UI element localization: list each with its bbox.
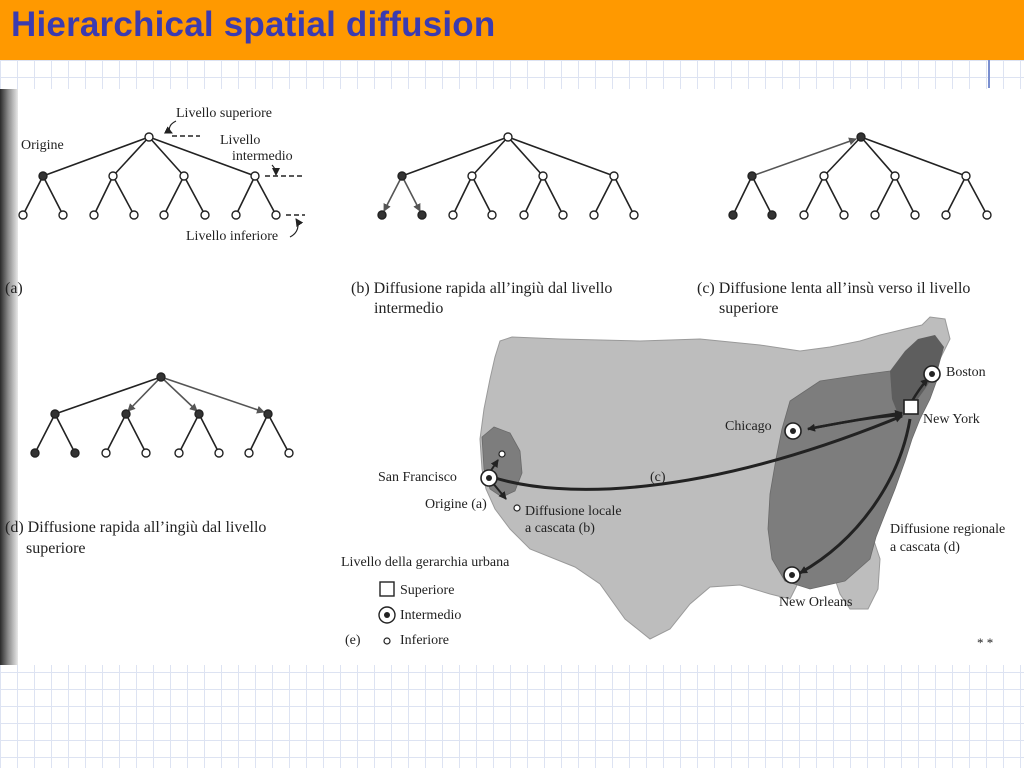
caption-b-line1: (b) Diffusione rapida all’ingiù dal live… [351, 280, 613, 297]
caption-d-line2: superiore [26, 540, 86, 557]
diffusion-figure [18, 120, 992, 645]
tree-d-nodes [30, 372, 294, 458]
legend-lower-label: Inferiore [400, 633, 449, 648]
scan-edge-shadow [0, 89, 18, 665]
annotation-c: (c) [650, 470, 666, 485]
city-label-chicago: Chicago [725, 419, 772, 434]
legend-upper-symbol [379, 581, 395, 597]
label-intermediate-level-1: Livello [220, 133, 261, 148]
tree-c [732, 136, 988, 216]
label-origin: Origine [21, 138, 64, 153]
caption-c-line1: (c) Diffusione lenta all’insù verso il l… [697, 280, 971, 297]
city-label-boston: Boston [946, 365, 986, 380]
footnote-marks: * * [977, 635, 994, 650]
label-upper-level: Livello superiore [176, 106, 273, 121]
annotation-local-cascade-1: Diffusione locale [525, 504, 622, 519]
usa-map [378, 316, 951, 645]
label-intermediate-level-2: intermedio [232, 149, 293, 164]
tree-b [383, 136, 635, 216]
caption-c-line2: superiore [719, 300, 779, 317]
legend-intermediate-label: Intermedio [400, 608, 462, 623]
label-lower-level: Livello inferiore [186, 229, 279, 244]
arrow-c-sf-to-ny [491, 414, 903, 491]
tree-a [22, 120, 305, 238]
tree-c-nodes [728, 132, 992, 220]
city-label-new-york: New York [923, 412, 980, 427]
annotation-local-cascade-2: a cascata (b) [525, 521, 595, 536]
lower-city-south-marker [513, 504, 521, 512]
legend-lower-symbol [383, 637, 391, 645]
new-york-marker [903, 399, 919, 415]
san-francisco-marker [480, 469, 498, 487]
annotation-regional-cascade-1: Diffusione regionale [890, 522, 1006, 537]
arrow-chicago-to-ny [807, 409, 903, 431]
boston-marker [923, 365, 941, 383]
chicago-marker [784, 422, 802, 440]
caption-b-line2: intermedio [374, 300, 444, 317]
arrow-ny-to-new-orleans [799, 418, 912, 575]
accent-line [988, 60, 990, 88]
annotation-regional-cascade-2: a cascata (d) [890, 540, 960, 555]
caption-d-line1: (d) Diffusione rapida all’ingiù dal live… [5, 519, 267, 536]
tree-a-nodes [18, 132, 281, 220]
legend-upper-label: Superiore [400, 583, 455, 598]
legend-letter-e: (e) [345, 633, 361, 648]
tree-b-nodes [377, 132, 639, 220]
tree-d [34, 376, 290, 454]
city-label-san-francisco: San Francisco [378, 470, 457, 485]
city-label-new-orleans: New Orleans [779, 595, 853, 610]
caption-a: (a) [5, 280, 23, 297]
slide-title: Hierarchical spatial diffusion [11, 5, 496, 44]
lower-city-north-marker [498, 450, 506, 458]
northeast-shade [890, 335, 944, 419]
annotation-origin: Origine (a) [425, 497, 487, 512]
legend-intermediate-symbol [378, 606, 396, 624]
title-bar: Hierarchical spatial diffusion [0, 0, 1024, 60]
new-orleans-marker [783, 566, 801, 584]
legend-title: Livello della gerarchia urbana [341, 555, 510, 570]
